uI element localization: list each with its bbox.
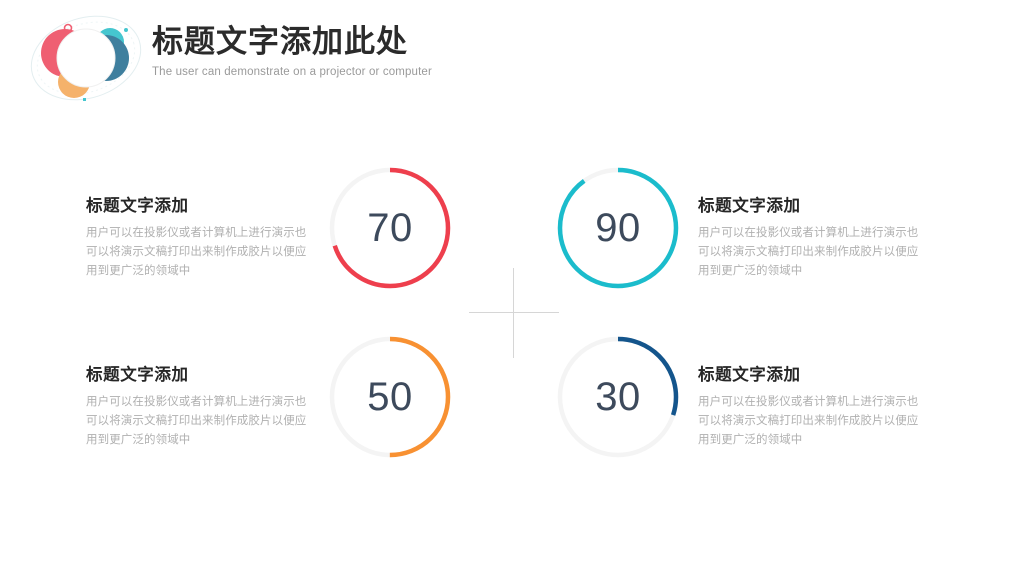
metric-text-block: 标题文字添加 用户可以在投影仪或者计算机上进行演示也可以将演示文稿打印出来制作成… [698,164,922,280]
crosshair-divider-icon [469,268,559,358]
donut-value-label: 30 [595,374,641,419]
metric-item-90[interactable]: 标题文字添加 用户可以在投影仪或者计算机上进行演示也可以将演示文稿打印出来制作成… [554,164,922,292]
donut-chart-30[interactable]: 30 [554,333,682,461]
donut-value-label: 50 [367,374,413,419]
metric-item-30[interactable]: 标题文字添加 用户可以在投影仪或者计算机上进行演示也可以将演示文稿打印出来制作成… [554,333,922,461]
donut-chart-70[interactable]: 70 [326,164,454,292]
metric-title: 标题文字添加 [86,197,189,215]
metric-item-50[interactable]: 标题文字添加 用户可以在投影仪或者计算机上进行演示也可以将演示文稿打印出来制作成… [86,333,454,461]
metric-description: 用户可以在投影仪或者计算机上进行演示也可以将演示文稿打印出来制作成胶片以便应用到… [86,396,307,446]
metric-text-block: 标题文字添加 用户可以在投影仪或者计算机上进行演示也可以将演示文稿打印出来制作成… [86,333,310,449]
slide-header: 标题文字添加此处 The user can demonstrate on a p… [0,0,1024,120]
metric-title: 标题文字添加 [698,197,801,215]
donut-chart-grid: 标题文字添加 用户可以在投影仪或者计算机上进行演示也可以将演示文稿打印出来制作成… [0,150,1024,500]
metric-description: 用户可以在投影仪或者计算机上进行演示也可以将演示文稿打印出来制作成胶片以便应用到… [698,396,919,446]
divider-horizontal-line [469,312,559,313]
donut-chart-50[interactable]: 50 [326,333,454,461]
page-subtitle: The user can demonstrate on a projector … [152,65,432,78]
metric-item-70[interactable]: 标题文字添加 用户可以在投影仪或者计算机上进行演示也可以将演示文稿打印出来制作成… [86,164,454,292]
metric-description: 用户可以在投影仪或者计算机上进行演示也可以将演示文稿打印出来制作成胶片以便应用到… [698,227,919,277]
metric-text-block: 标题文字添加 用户可以在投影仪或者计算机上进行演示也可以将演示文稿打印出来制作成… [86,164,310,280]
donut-value-label: 70 [367,205,413,250]
donut-value-label: 90 [595,205,641,250]
divider-vertical-line [513,268,514,358]
overlapping-circles-logo-icon [22,10,150,106]
metric-title: 标题文字添加 [698,366,801,384]
metric-description: 用户可以在投影仪或者计算机上进行演示也可以将演示文稿打印出来制作成胶片以便应用到… [86,227,307,277]
page-title: 标题文字添加此处 [152,24,408,59]
header-text-group: 标题文字添加此处 The user can demonstrate on a p… [152,24,432,78]
metric-title: 标题文字添加 [86,366,189,384]
metric-text-block: 标题文字添加 用户可以在投影仪或者计算机上进行演示也可以将演示文稿打印出来制作成… [698,333,922,449]
donut-chart-90[interactable]: 90 [554,164,682,292]
